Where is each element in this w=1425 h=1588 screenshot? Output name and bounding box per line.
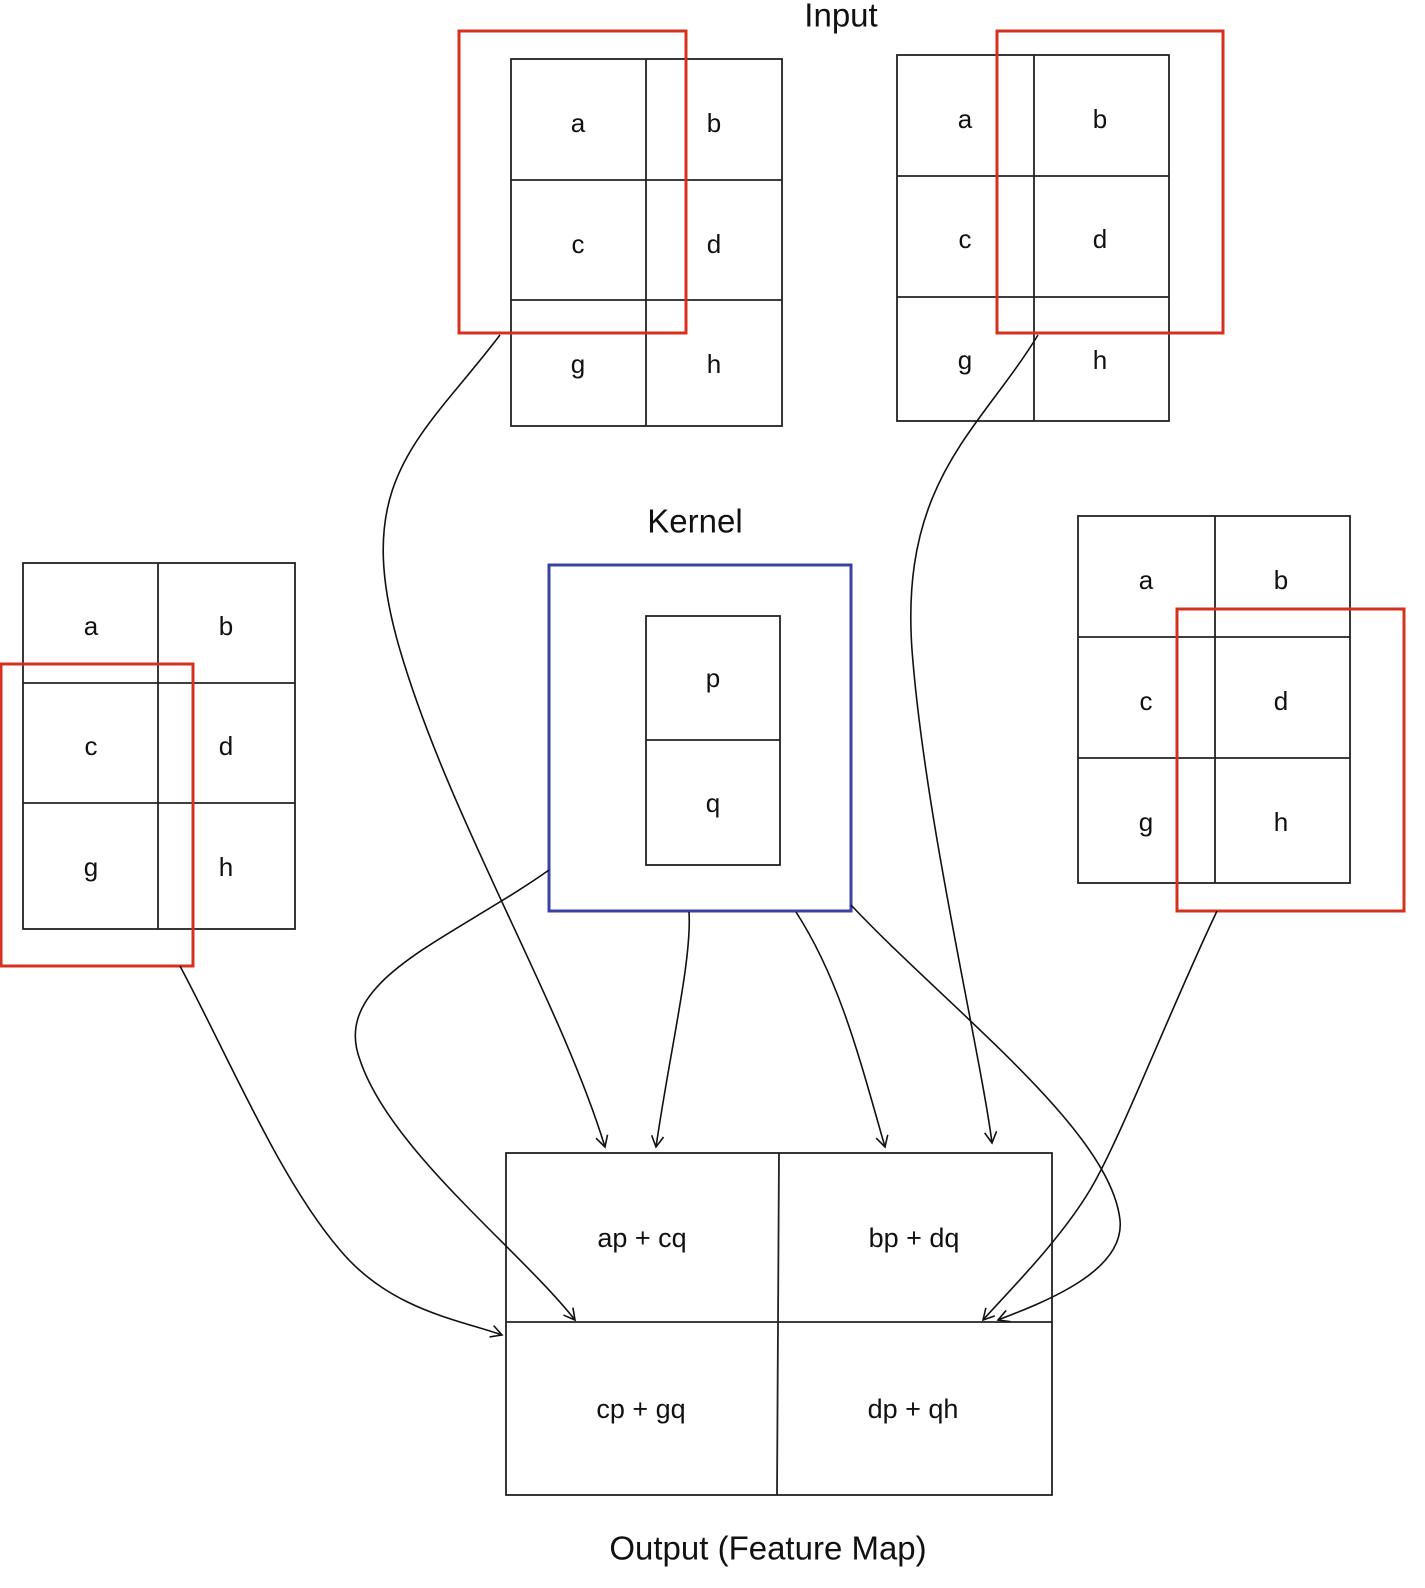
output-cell-2: bp + dq [869, 1223, 960, 1253]
sliding-window [995, 29, 1225, 335]
arrow-kernel-to-output3 [354, 869, 577, 1322]
cell-h: h [1274, 807, 1288, 837]
cell-a: a [958, 104, 973, 134]
arrow-kernel-to-output1 [650, 911, 691, 1149]
cell-c: c [959, 224, 972, 254]
kernel-cell-q: q [706, 788, 720, 818]
cell-b: b [219, 611, 233, 641]
input-matrix-window-3: a b c d g h [0, 562, 296, 968]
output-cell-4: dp + qh [868, 1394, 959, 1424]
cell-a: a [571, 108, 586, 138]
cell-d: d [1274, 686, 1288, 716]
input-matrix-window-4: a b c d g h [1077, 515, 1406, 913]
cell-g: g [84, 852, 98, 882]
kernel-title: Kernel [647, 503, 742, 540]
output-feature-map: ap + cq bp + dq cp + gq dp + qh [505, 1152, 1053, 1496]
kernel-box [547, 563, 853, 913]
cell-d: d [1093, 224, 1107, 254]
cell-h: h [219, 852, 233, 882]
input-title: Input [804, 0, 877, 34]
arrow-window1-to-output1 [382, 334, 609, 1149]
output-title: Output (Feature Map) [609, 1530, 926, 1567]
cell-g: g [1139, 807, 1153, 837]
cell-d: d [707, 229, 721, 259]
sliding-window [1175, 607, 1406, 913]
kernel-cell-p: p [706, 663, 720, 693]
sliding-window [457, 29, 688, 335]
cell-c: c [85, 731, 98, 761]
cell-b: b [1093, 104, 1107, 134]
arrow-kernel-to-output4 [850, 904, 1121, 1323]
kernel: p q [547, 563, 853, 913]
input-matrix-window-2: a b c d g h [896, 29, 1225, 422]
arrow-window4-to-output4 [981, 910, 1218, 1322]
cell-a: a [1139, 565, 1154, 595]
cell-b: b [707, 108, 721, 138]
cell-c: c [572, 229, 585, 259]
cell-a: a [84, 611, 99, 641]
cell-h: h [1093, 345, 1107, 375]
arrow-window2-to-output2 [910, 334, 1039, 1145]
cell-c: c [1140, 686, 1153, 716]
output-cell-3: cp + gq [596, 1394, 685, 1424]
cell-d: d [219, 731, 233, 761]
arrow-window3-to-output3 [179, 965, 504, 1338]
cell-g: g [958, 345, 972, 375]
arrow-kernel-to-output2 [795, 911, 889, 1149]
cell-b: b [1274, 565, 1288, 595]
input-matrix-window-1: a b c d g h [457, 29, 783, 427]
cell-h: h [707, 349, 721, 379]
output-cell-1: ap + cq [597, 1223, 686, 1253]
cell-g: g [571, 349, 585, 379]
sliding-window [0, 662, 195, 968]
